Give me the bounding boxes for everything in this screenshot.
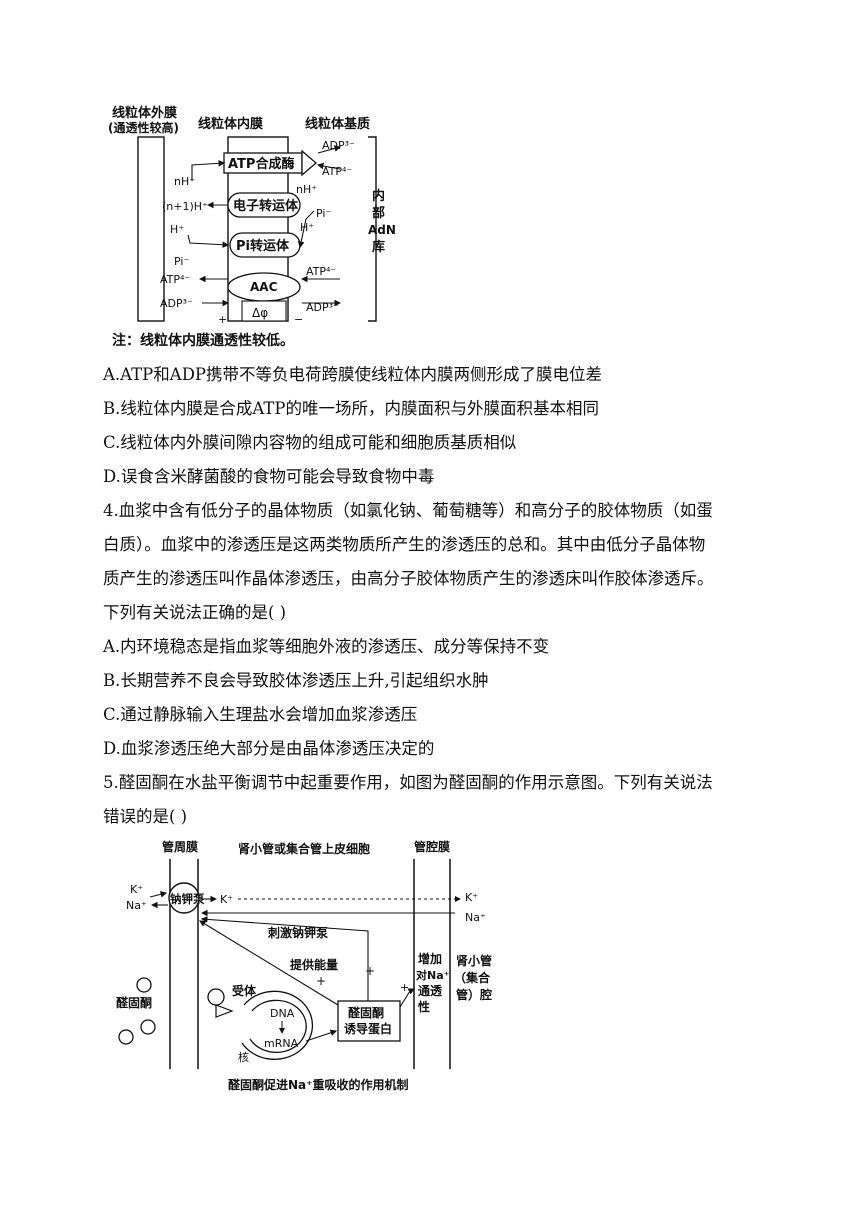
minus-sign: − xyxy=(294,313,303,326)
q4-stem-line-1: 4.血浆中含有低分子的晶体物质（如氯化钠、葡萄糖等）和高分子的胶体物质（如蛋 xyxy=(103,501,713,520)
pool-text-1: 内 xyxy=(372,188,385,204)
adn-pool-bracket xyxy=(368,136,377,322)
k-left: K⁺ xyxy=(130,883,143,896)
nucleus-label: 核 xyxy=(238,1050,249,1064)
outer-membrane xyxy=(137,136,165,322)
plus-sign: + xyxy=(218,313,227,326)
plus-energy: + xyxy=(316,974,326,988)
delta-phi-label: Δφ xyxy=(252,306,268,320)
lumen-text-3: 管）腔 xyxy=(456,987,492,1002)
inc-text-1: 增加 xyxy=(418,951,442,966)
q4-option-a: A.内环境稳态是指血浆等细胞外液的渗透压、成分等保持不变 xyxy=(103,637,550,656)
aldosterone-molecule-3 xyxy=(118,1029,134,1045)
q4-option-c: C.通过静脉输入生理盐水会增加血浆渗透压 xyxy=(103,705,418,724)
figure2-caption: 醛固酮促进Na⁺重吸收的作用机制 xyxy=(228,1077,408,1092)
aldosterone-molecule-2 xyxy=(140,1019,156,1035)
q3-option-a: A.ATP和ADP携带不等负电荷跨膜使线粒体内膜两侧形成了膜电位差 xyxy=(103,365,603,384)
adp3-left: ADP³⁻ xyxy=(160,297,193,310)
na-right: Na⁺ xyxy=(465,911,486,924)
pool-text-2: 部 xyxy=(372,205,385,221)
plus-luminal: + xyxy=(400,981,409,994)
na-k-pump xyxy=(168,882,200,914)
plus-stimulate: + xyxy=(365,964,375,978)
header-luminal: 管腔膜 xyxy=(414,839,450,854)
header-inner: 线粒体内膜 xyxy=(198,116,263,132)
q4-stem-line-3: 质产生的渗透压叫作晶体渗透压，由高分子胶体物质产生的渗透床叫作胶体渗透斥。 xyxy=(103,569,714,588)
nh-right: nH⁺ xyxy=(296,183,317,196)
lumen-text-2: （集合 xyxy=(454,970,491,985)
n1h-left: (n+1)H⁺ xyxy=(162,200,208,213)
header-matrix: 线粒体基质 xyxy=(305,116,370,132)
protein-label-1: 醛固酮 xyxy=(348,1005,384,1020)
aldosterone-molecule xyxy=(136,977,152,993)
atp4-mid-right: ATP⁴⁻ xyxy=(306,265,336,278)
aldosterone-bound xyxy=(207,988,225,1006)
mrna-label: mRNA xyxy=(264,1037,299,1050)
dna-label: DNA xyxy=(270,1007,295,1020)
mitochondria-diagram: 线粒体外膜 (通透性较高) 线粒体内膜 线粒体基质 内 部 AdN 库 ATP合… xyxy=(108,105,396,349)
aldosterone-label: 醛固酮 xyxy=(116,995,152,1010)
q3-option-b: B.线粒体内膜是合成ATP的唯一场所，内膜面积与外膜面积基本相同 xyxy=(103,399,599,418)
k-mid: K⁺ xyxy=(220,893,233,906)
aldosterone-diagram: 管周膜 肾小管或集合管上皮细胞 管腔膜 钠钾泵 K⁺ Na⁺ K⁺ K⁺ Na⁺… xyxy=(116,839,492,1092)
q3-option-c: C.线粒体内外膜间隙内容物的组成可能和细胞质基质相似 xyxy=(103,433,517,452)
k-right: K⁺ xyxy=(465,891,478,904)
pump-label: 钠钾泵 xyxy=(170,892,205,906)
q3-option-d: D.误食含米酵菌酸的食物可能会导致食物中毒 xyxy=(103,467,435,486)
receptor-icon xyxy=(215,1004,234,1018)
pool-text-4: 库 xyxy=(372,239,385,255)
aac-label: AAC xyxy=(250,280,278,294)
energy-label: 提供能量 xyxy=(290,957,338,972)
atp-synthase-head xyxy=(301,149,317,177)
electron-transporter-label: 电子转运体 xyxy=(233,198,299,214)
header-epithelial: 肾小管或集合管上皮细胞 xyxy=(238,841,370,856)
na-left: Na⁺ xyxy=(126,899,147,912)
atp-synthase-label: ATP合成酶 xyxy=(228,156,294,172)
stimulate-label: 刺激钠钾泵 xyxy=(267,925,328,940)
q4-option-b: B.长期营养不良会导致胶体渗透压上升,引起组织水肿 xyxy=(103,671,489,690)
mitochondria-figure: 线粒体外膜 (通透性较高) 线粒体内膜 线粒体基质 内 部 AdN 库 ATP合… xyxy=(100,95,400,355)
receptor-label: 受体 xyxy=(232,983,257,998)
q4-stem-line-2: 白质）。血浆中的渗透压是这两类物质所产生的渗透压的总和。其中由低分子晶体物 xyxy=(103,535,706,554)
pi-transporter-label: Pi转运体 xyxy=(236,238,290,254)
q5-stem-line-1: 5.醛固酮在水盐平衡调节中起重要作用，如图为醛固酮的作用示意图。下列有关说法 xyxy=(103,773,713,792)
inc-text-4: 性 xyxy=(417,999,430,1014)
nh-left: nH⁺ xyxy=(174,175,195,188)
q4-stem-line-4: 下列有关说法正确的是( ) xyxy=(103,603,287,622)
induced-protein-box xyxy=(337,1000,401,1042)
inc-text-2: 对Na⁺ xyxy=(416,968,450,982)
pool-text-3: AdN xyxy=(368,223,396,237)
adp3-mid-right: ADP³⁻ xyxy=(306,301,339,314)
pi-left: Pi⁻ xyxy=(174,255,189,268)
header-outer-sub: (通透性较高) xyxy=(108,120,179,135)
pi-right: Pi⁻ xyxy=(316,207,331,220)
header-peritubular: 管周膜 xyxy=(162,839,198,854)
adp3-right: ADP³⁻ xyxy=(322,139,355,152)
figure1-note: 注：线粒体内膜通透性较低。 xyxy=(112,332,294,349)
q4-option-d: D.血浆渗透压绝大部分是由晶体渗透压决定的 xyxy=(103,739,435,758)
lumen-text-1: 肾小管 xyxy=(456,953,492,968)
aldosterone-figure: 管周膜 肾小管或集合管上皮细胞 管腔膜 钠钾泵 K⁺ Na⁺ K⁺ K⁺ Na⁺… xyxy=(110,835,510,1095)
delta-phi-box xyxy=(241,300,287,322)
h-right: H⁺ xyxy=(300,221,314,234)
header-outer: 线粒体外膜 xyxy=(112,105,177,121)
atp4-right: ATP⁴⁻ xyxy=(322,165,352,178)
h-left: H⁺ xyxy=(170,223,184,236)
protein-label-2: 诱导蛋白 xyxy=(344,1021,392,1036)
inc-text-3: 通透 xyxy=(418,983,443,998)
atp4-left: ATP⁴⁻ xyxy=(160,273,190,286)
q5-stem-line-2: 错误的是( ) xyxy=(103,807,188,826)
